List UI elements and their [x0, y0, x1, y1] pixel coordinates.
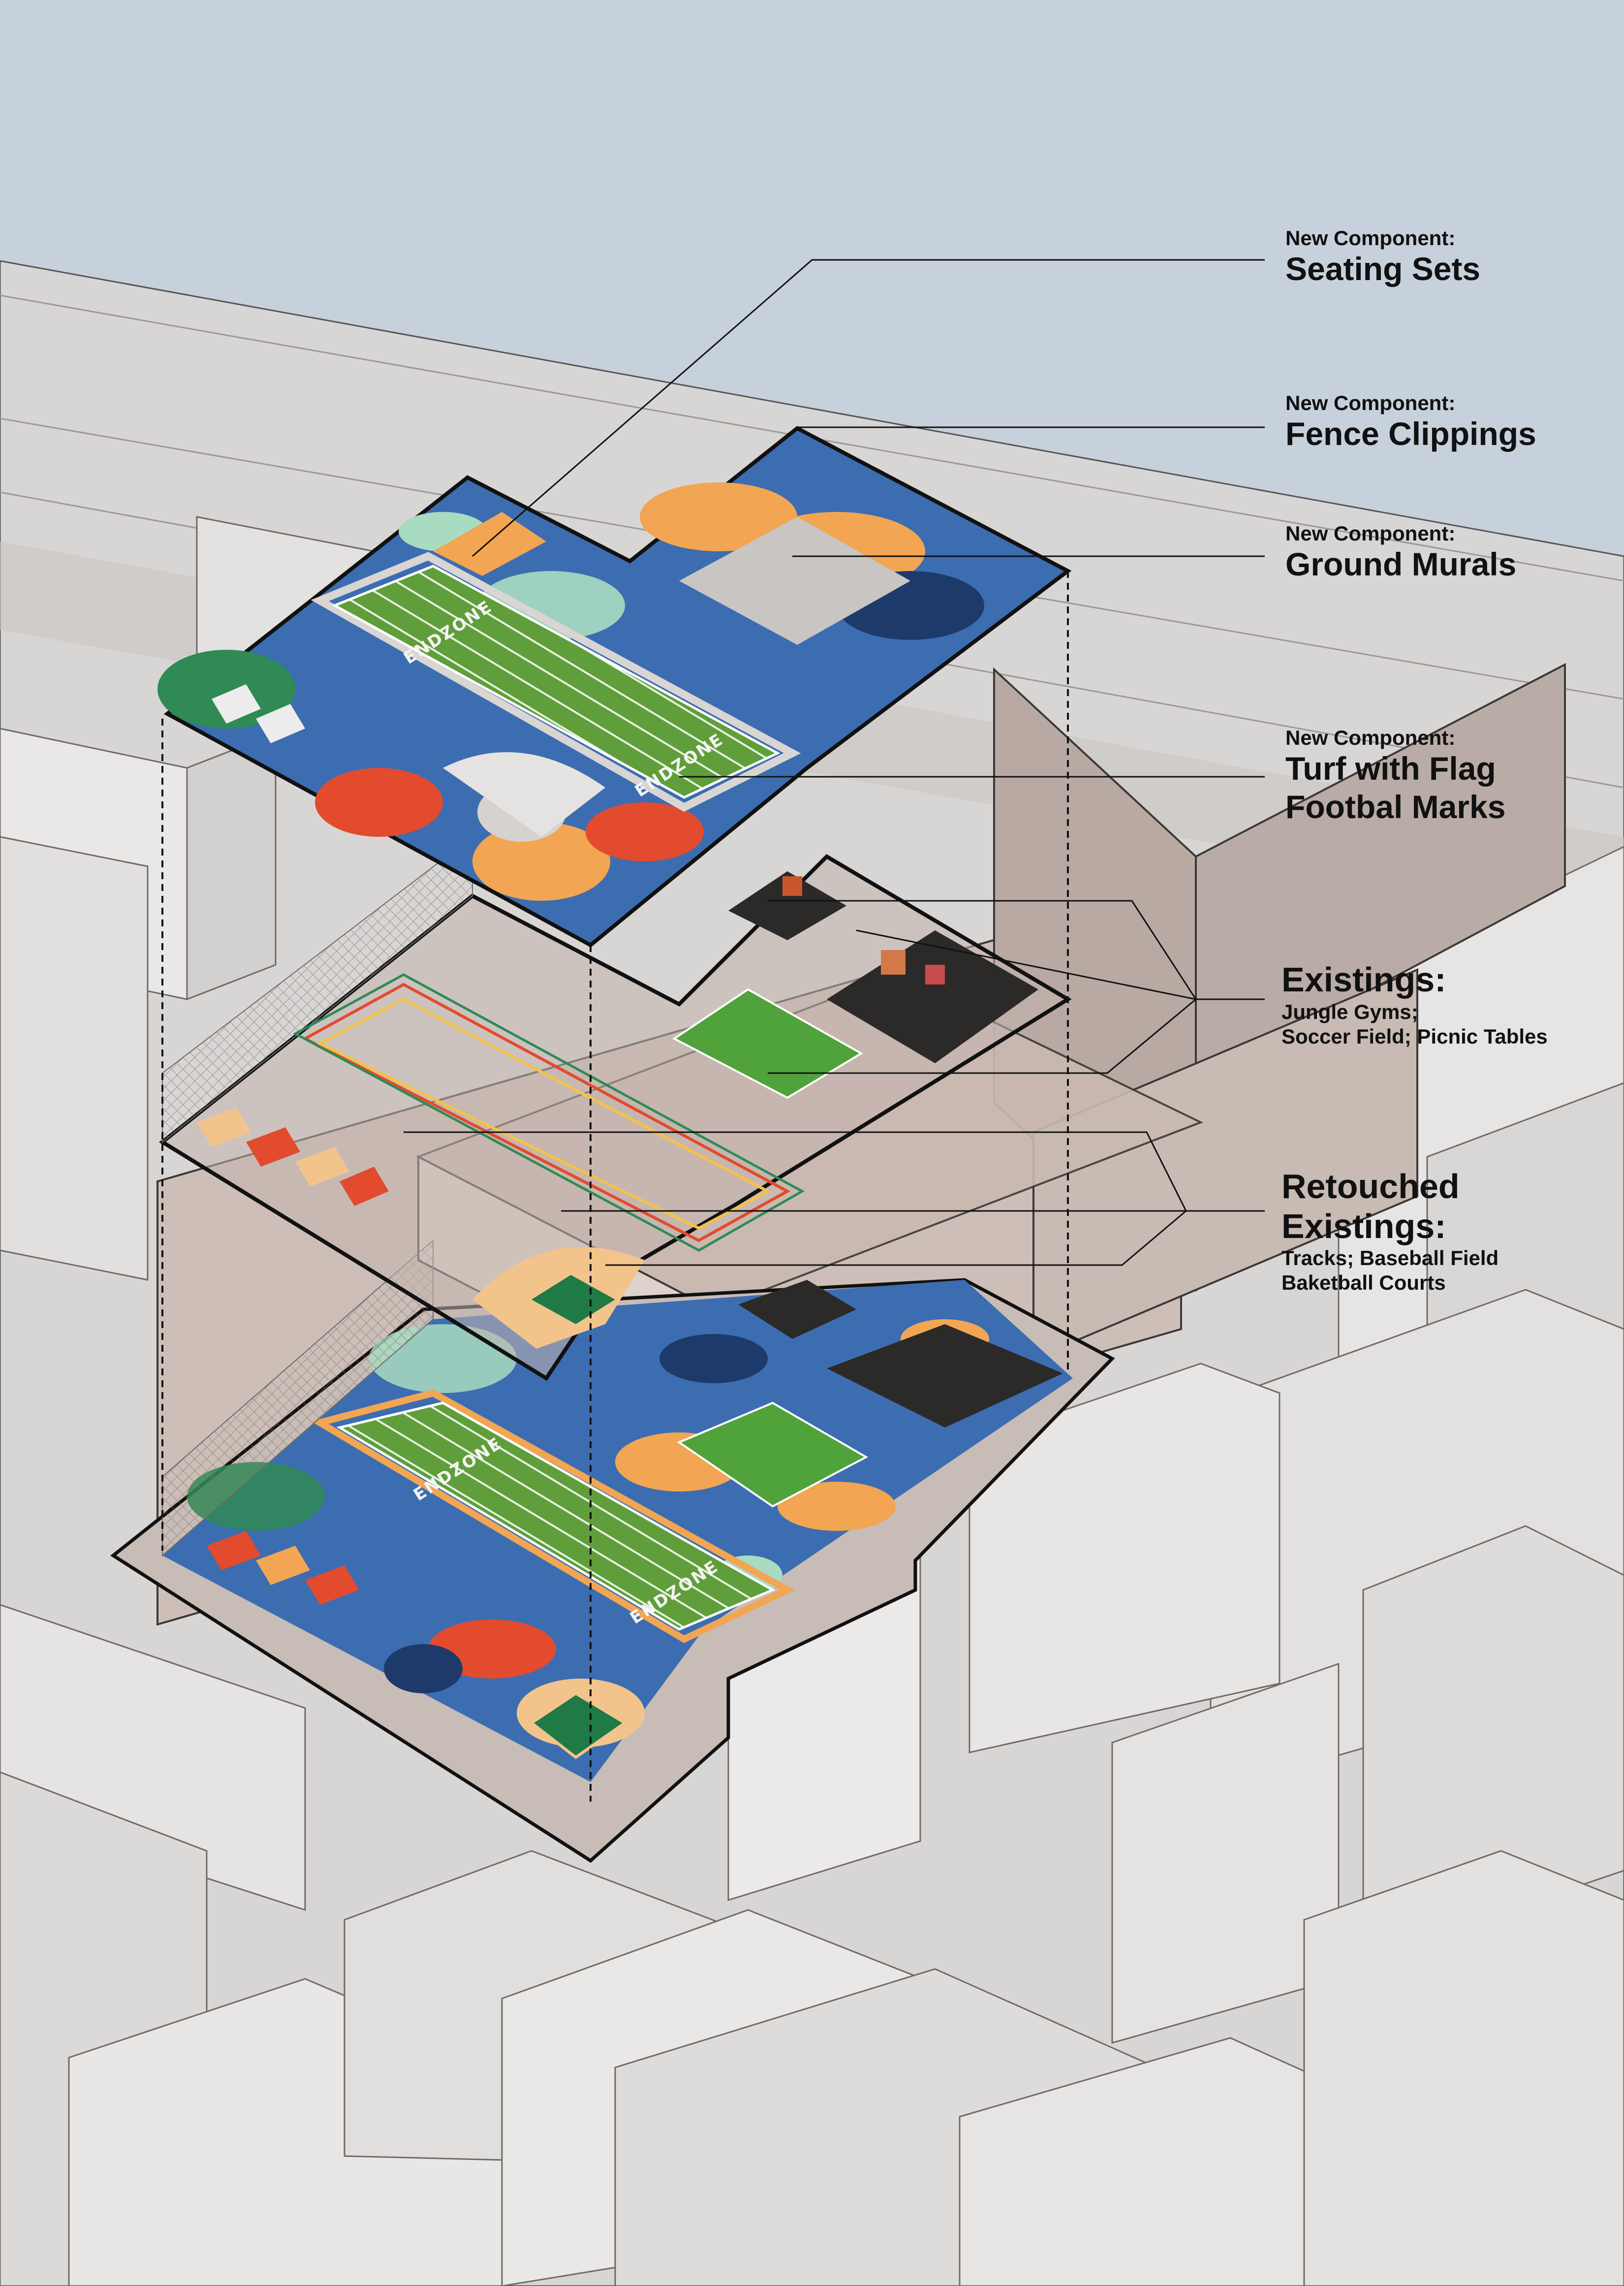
callout-retouched-existings: Retouched Existings: Tracks; Baseball Fi…	[1281, 1167, 1499, 1296]
background-buildings	[0, 516, 1624, 2286]
callout-seating-sets: New Component: Seating Sets	[1285, 226, 1480, 288]
callout-turf-title-line2: Footbal Marks	[1285, 789, 1506, 826]
callout-murals-title: Ground Murals	[1285, 546, 1517, 583]
callout-turf: New Component: Turf with Flag Footbal Ma…	[1285, 726, 1505, 826]
callout-seating-title: Seating Sets	[1285, 251, 1481, 287]
new-seating-area	[433, 512, 546, 576]
existings-court-small	[728, 871, 846, 940]
callout-existings-line2: Soccer Field; Picnic Tables	[1281, 1024, 1548, 1048]
callout-fence-kicker: New Component:	[1285, 391, 1456, 414]
combined-soccer-field	[677, 1401, 869, 1508]
existings-track	[302, 983, 791, 1242]
leader-lines	[404, 259, 1265, 1266]
layer-new-components: ENDZONE ENDZONE	[157, 426, 1072, 948]
combined-track	[311, 1389, 795, 1643]
new-rooftop-opening	[679, 517, 910, 645]
callout-turf-title-line1: Turf with Flag	[1285, 750, 1496, 787]
existings-track-inner	[316, 997, 771, 1230]
existings-court-large	[827, 930, 1038, 1063]
existings-jungle-gyms	[782, 876, 945, 984]
combined-turf	[336, 1401, 776, 1631]
callout-retouched-line2: Baketball Courts	[1281, 1271, 1446, 1295]
new-track	[311, 552, 801, 812]
callout-existings-line1: Jungle Gyms;	[1281, 1000, 1418, 1023]
existings-track-outer	[292, 973, 805, 1252]
layer-combined: ENDZONE ENDZONE	[110, 1278, 1115, 1863]
callout-fence-clippings: New Component: Fence Clippings	[1285, 391, 1536, 453]
callout-retouched-title-line2: Existings:	[1281, 1206, 1446, 1245]
new-half-court	[443, 752, 605, 837]
combined-baseball-diamond	[529, 1691, 628, 1759]
callout-ground-murals: New Component: Ground Murals	[1285, 522, 1516, 584]
callout-turf-kicker: New Component:	[1285, 726, 1456, 749]
new-turf	[332, 565, 781, 799]
callout-existings-title: Existings:	[1281, 960, 1446, 999]
combined-seating-sets	[207, 1531, 359, 1605]
callout-retouched-title-line1: Retouched	[1281, 1167, 1460, 1206]
projection-lines	[161, 571, 1069, 1802]
callout-existings: Existings: Jungle Gyms; Soccer Field; Pi…	[1281, 960, 1548, 1049]
callout-retouched-line1: Tracks; Baseball Field	[1281, 1246, 1499, 1270]
existings-seating	[197, 1108, 389, 1206]
callout-murals-kicker: New Component:	[1285, 522, 1456, 545]
combined-court	[827, 1324, 1063, 1428]
callout-fence-title: Fence Clippings	[1285, 415, 1536, 452]
existings-baseball-diamond	[531, 1275, 615, 1324]
callout-seating-kicker: New Component:	[1285, 226, 1456, 250]
new-seating-sets	[212, 684, 305, 743]
layer-existings	[159, 835, 1072, 1381]
combined-court-small	[738, 1280, 856, 1339]
existings-soccer-field	[672, 988, 863, 1099]
